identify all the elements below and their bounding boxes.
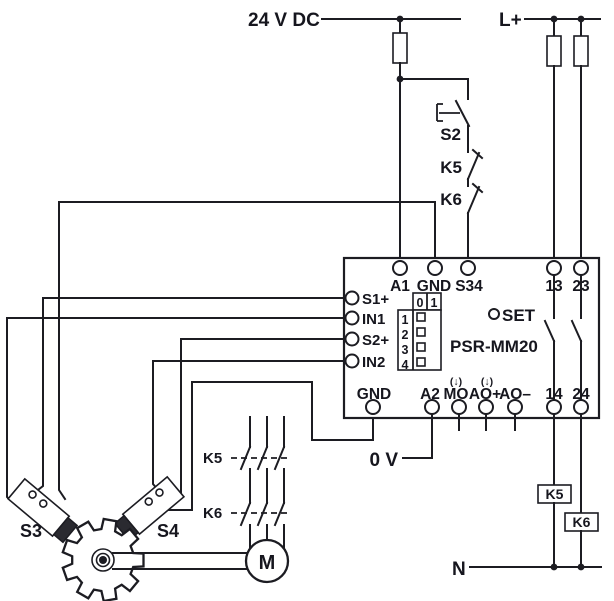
aoplus-output-mark: (↓): [481, 376, 493, 388]
dc-supply-label: 24 V DC: [248, 10, 320, 31]
set-led-icon: [488, 308, 500, 320]
terminal-in2-label: IN2: [362, 354, 385, 371]
k5-contact-blade: [466, 148, 484, 181]
terminal-23: [573, 260, 589, 276]
contact-23-24: [570, 274, 583, 400]
dip-row-1-label: 1: [402, 313, 409, 327]
gear-axle: [99, 556, 107, 564]
terminal-13: [546, 260, 562, 276]
fuse-13: [546, 35, 562, 67]
s4-terminal: [144, 497, 154, 506]
set-label: SET: [502, 306, 536, 325]
phase-l3: [273, 416, 286, 550]
terminal-gnd-bottom: [365, 399, 381, 415]
terminal-in1: [344, 310, 360, 326]
terminal-gnd-bottom-label: GND: [357, 386, 391, 403]
wire-in1-to-s3: [6, 317, 346, 502]
fuse-23: [573, 35, 589, 67]
k6-contact-label: K6: [440, 190, 462, 209]
terminal-a1: [392, 260, 408, 276]
dip-switch-2-icon: [416, 327, 426, 337]
motor-icon: [244, 538, 290, 584]
s4-terminal: [155, 488, 164, 497]
k6-power-contact-label: K6: [203, 505, 222, 522]
s3-sensing-tip: [52, 516, 79, 544]
motor-label: M: [259, 552, 276, 574]
terminal-s34-label: S34: [455, 278, 483, 295]
contact-13-14: [543, 274, 556, 400]
k5-coil-label: K5: [546, 486, 564, 502]
terminal-a2-label: A2: [420, 386, 440, 403]
dip-switch-1-icon: [416, 312, 426, 322]
k6-contact-blade: [466, 182, 484, 215]
terminal-14-label: 14: [545, 386, 563, 403]
terminal-s2plus-label: S2+: [362, 332, 389, 349]
phase-l2: [256, 416, 269, 542]
dip-col-0-label: 0: [417, 296, 424, 310]
dip-row-3-label: 3: [402, 343, 409, 357]
wire-chain-top: [399, 78, 469, 100]
wire-s2plus-to-s4: [180, 338, 346, 494]
terminal-s1plus: [344, 290, 360, 306]
module-name: PSR-MM20: [450, 337, 538, 356]
fuse-a1: [392, 32, 408, 64]
terminal-gnd-top-label: GND: [417, 278, 451, 295]
junction-dot: [550, 563, 558, 571]
line-plus-label: L+: [499, 10, 522, 31]
terminal-a1-label: A1: [390, 278, 410, 295]
terminal-s2plus: [344, 331, 360, 347]
wire-a2-0v: [402, 413, 433, 459]
terminal-24-label: 24: [572, 386, 590, 403]
phase-l1: [239, 416, 252, 550]
terminal-s1plus-label: S1+: [362, 291, 389, 308]
s2-contact-blade: [454, 99, 471, 128]
neutral-label: N: [452, 559, 466, 580]
terminal-in2: [344, 353, 360, 369]
terminal-s34: [460, 260, 476, 276]
output-stubs: [458, 413, 516, 431]
dip-switch-3-icon: [416, 342, 426, 352]
dip-row-2-label: 2: [402, 328, 409, 342]
wire-gnd-top-to-s3: [58, 201, 436, 501]
k6-coil-label: K6: [573, 514, 591, 530]
s4-label: S4: [157, 521, 179, 541]
terminal-aominus-label: AO–: [499, 386, 531, 403]
terminal-mo-label: MO: [444, 386, 469, 403]
psr-module-body: [342, 256, 601, 420]
terminal-gnd-top: [427, 260, 443, 276]
junction-dot: [577, 563, 585, 571]
sensor-s3-icon: [6, 477, 79, 544]
terminal-aoplus-label: AO+: [469, 386, 501, 403]
dip-row-4-label: 4: [402, 358, 409, 372]
s3-terminal: [28, 490, 37, 499]
zero-volt-label: 0 V: [369, 450, 398, 471]
terminal-in1-label: IN1: [362, 311, 385, 328]
wire-gnd-bottom-to-s4: [166, 381, 374, 511]
s2-actuator-icon: [436, 103, 460, 122]
shaft: [112, 552, 249, 570]
s3-label: S3: [20, 521, 42, 541]
s2-label: S2: [440, 125, 461, 144]
mo-output-mark: (↓): [450, 376, 462, 388]
dip-switch-4-icon: [416, 357, 426, 367]
dip-col-1-label: 1: [431, 296, 438, 310]
wire-s1plus-to-s3: [32, 297, 346, 495]
s3-terminal: [38, 499, 48, 508]
k5-power-contact-label: K5: [203, 450, 222, 467]
k5-contact-label: K5: [440, 158, 462, 177]
